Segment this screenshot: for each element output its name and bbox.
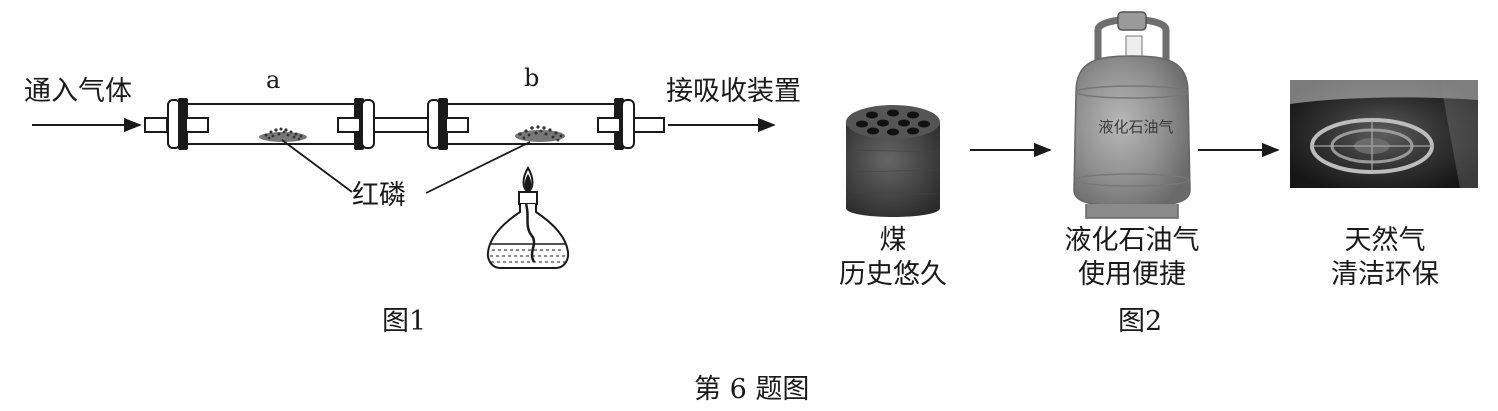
natural-gas-description: 清洁环保: [1331, 259, 1439, 290]
natural-gas-name: 天然气: [1344, 225, 1426, 256]
figure-2-caption: 图2: [1118, 306, 1163, 337]
red-phosphorus-label: 红磷: [352, 180, 406, 211]
gas-stove-burner-image: [1290, 80, 1478, 188]
coal-caption: 煤 历史悠久: [833, 224, 953, 292]
lpg-name: 液化石油气: [1064, 225, 1200, 256]
cylinder-label-text: 液化石油气: [1098, 118, 1173, 136]
coal-name: 煤: [879, 225, 907, 256]
leader-line-b: [425, 141, 531, 194]
glass-tube-a: [167, 98, 375, 150]
question-figure-caption: 第 6 题图: [694, 374, 810, 405]
connecting-tube: [373, 117, 429, 133]
absorber-outlet-label: 接吸收装置: [666, 76, 801, 107]
red-phosphorus-pile-a: [259, 127, 307, 142]
glass-tube-b: [427, 98, 635, 150]
figure-1-caption: 图1: [382, 306, 427, 337]
leader-line-a: [281, 139, 353, 193]
red-phosphorus-pile-b: [515, 125, 565, 142]
alcohol-lamp-icon: [486, 166, 570, 269]
tube-b-label: b: [524, 64, 540, 92]
inlet-stub: [144, 117, 168, 133]
lpg-description: 使用便捷: [1078, 259, 1186, 290]
inlet-gas-label: 通入气体: [24, 76, 132, 107]
coal-briquette-image: [846, 105, 940, 217]
natural-gas-caption: 天然气 清洁环保: [1320, 224, 1450, 292]
lpg-cylinder-image: 液化石油气: [1073, 11, 1191, 219]
outlet-stub: [633, 117, 665, 133]
tube-a-label: a: [266, 66, 281, 94]
lpg-caption: 液化石油气 使用便捷: [1052, 224, 1212, 292]
coal-description: 历史悠久: [839, 259, 947, 290]
